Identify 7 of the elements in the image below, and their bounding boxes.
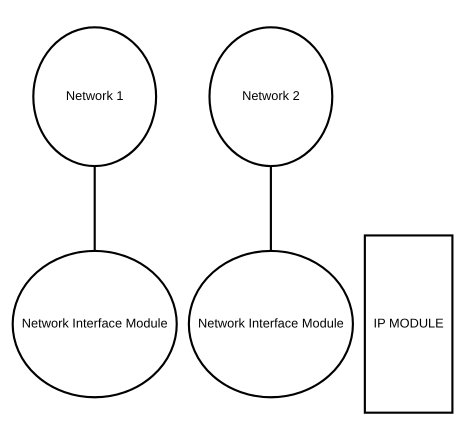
node-ellipse: Network 1 [32,26,158,168]
node-ellipse: Network 2 [208,26,334,168]
node-ellipse: Network Interface Module [188,250,354,398]
node-box: IP MODULE [364,234,454,414]
connector [94,166,96,251]
connector [270,166,272,251]
node-ellipse: Network Interface Module [12,250,178,398]
